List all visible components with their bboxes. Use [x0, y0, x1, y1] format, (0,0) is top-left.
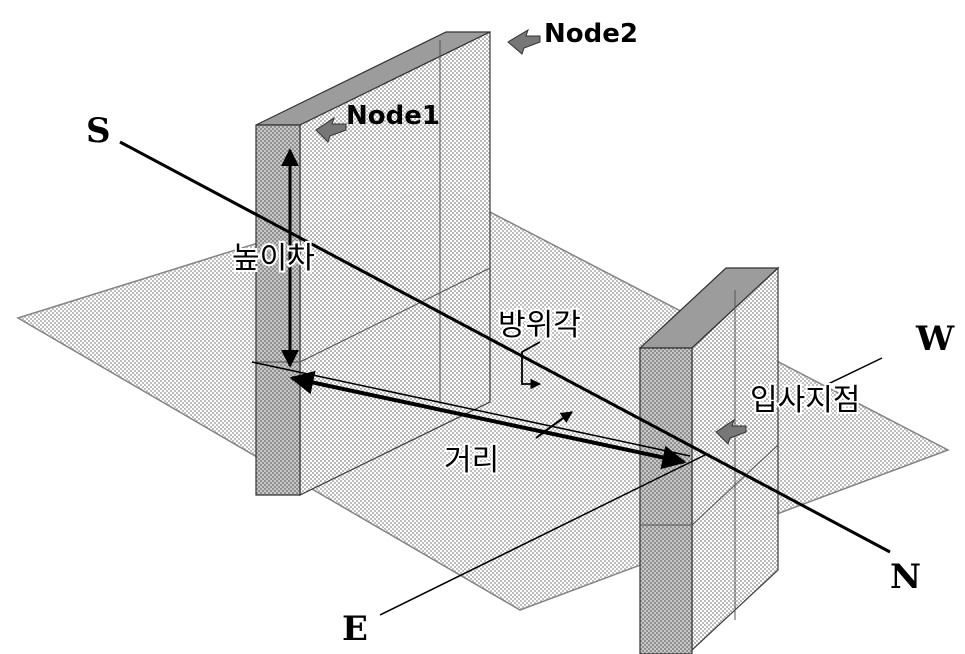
node1-label: Node1 [346, 101, 440, 131]
compass-south: S [86, 111, 111, 151]
compass-east: E [342, 609, 368, 649]
building-front-face [639, 347, 693, 654]
building-back-front [255, 124, 301, 496]
azimuth-label: 방위각 [498, 308, 581, 343]
azimuth-pointer [521, 341, 542, 390]
incidence-point-marker-icon [715, 418, 747, 445]
height-diff-label: 높이차 [232, 241, 315, 276]
east-axis [379, 454, 706, 616]
incidence-point-label: 입사지점 [750, 383, 860, 418]
west-axis [825, 357, 883, 386]
south-north-axis [119, 140, 891, 554]
node1-marker-icon [315, 116, 347, 143]
node2-marker-icon [507, 28, 541, 55]
node2-label: Node2 [544, 19, 638, 49]
azimuth-arc [535, 411, 573, 439]
distance-arrow [289, 370, 687, 470]
compass-west: W [915, 319, 955, 359]
compass-north: N [890, 557, 921, 597]
distance-label: 거리 [444, 443, 499, 478]
